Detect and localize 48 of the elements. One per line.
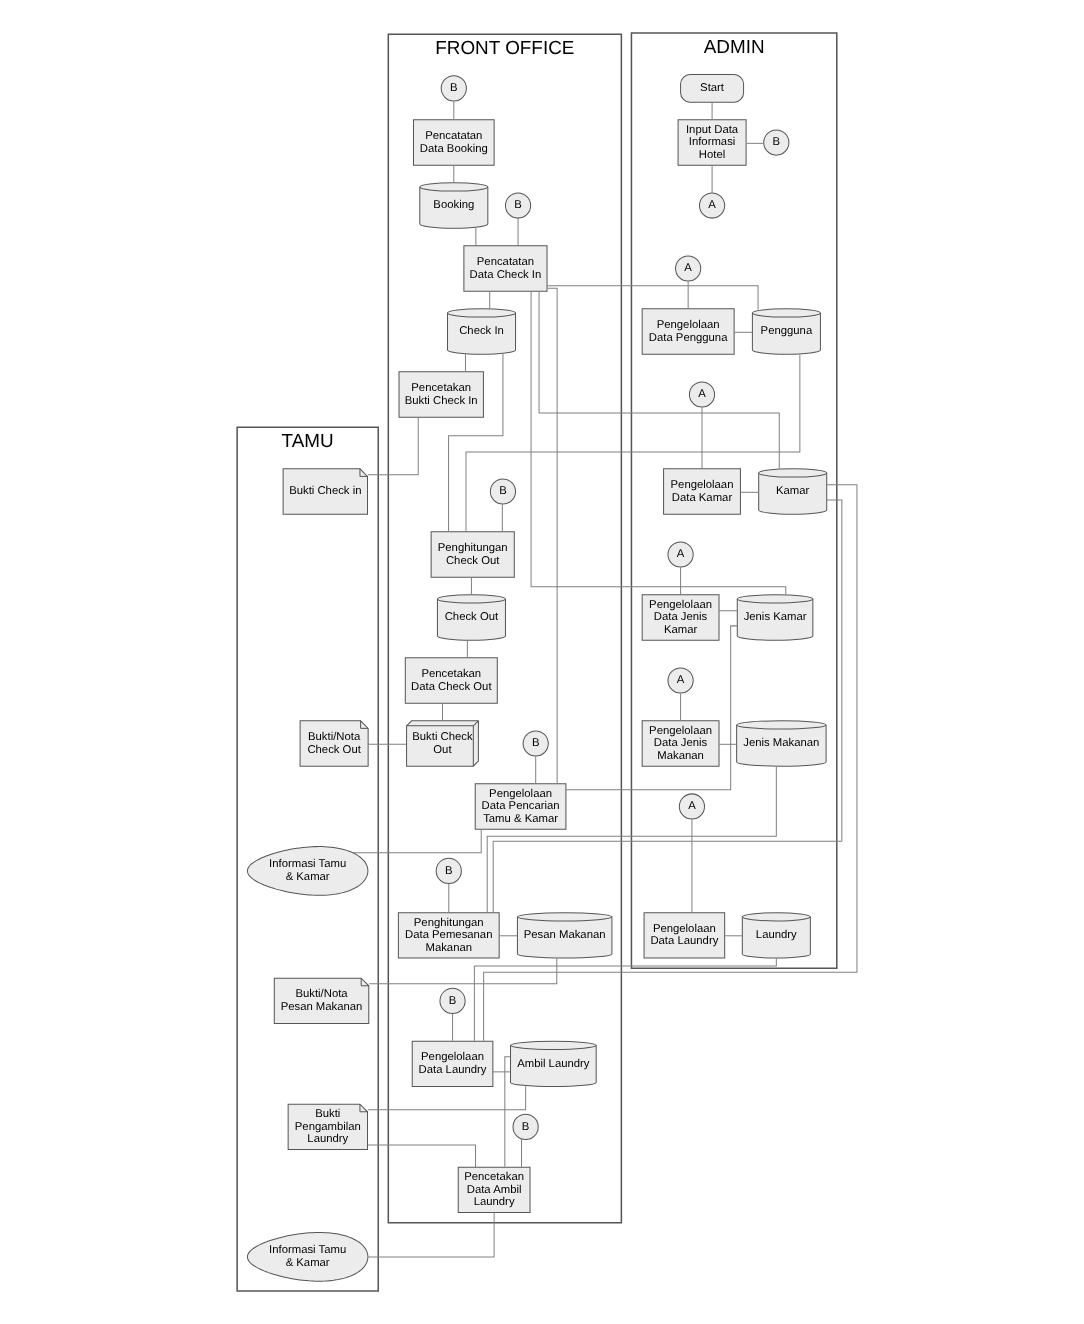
connector (489, 290, 491, 310)
connector (546, 287, 558, 785)
connector (492, 499, 843, 914)
connector (367, 1212, 495, 1258)
connector (367, 1085, 527, 1111)
connector (367, 416, 419, 476)
connector (501, 503, 503, 532)
connector (452, 1013, 454, 1042)
connector (486, 765, 777, 913)
connector (368, 957, 558, 985)
connector (530, 290, 787, 596)
connector (724, 935, 743, 937)
connector (473, 957, 777, 1042)
connector (701, 406, 703, 470)
connector (504, 1056, 511, 1168)
connector (745, 142, 764, 144)
connector (680, 692, 682, 721)
connector (492, 1071, 511, 1073)
connector (448, 883, 450, 914)
connector (498, 935, 518, 937)
connector (718, 743, 738, 745)
connector (546, 285, 759, 311)
connector (517, 217, 519, 246)
connector (680, 566, 682, 595)
connector (565, 625, 738, 791)
connector (711, 102, 713, 121)
connector (711, 164, 713, 194)
connector (448, 353, 504, 533)
connector (441, 702, 443, 722)
connector (538, 290, 780, 470)
connector (739, 491, 759, 493)
connector (466, 639, 468, 659)
connector (687, 280, 689, 309)
connector (483, 484, 858, 1042)
connector (453, 164, 455, 184)
connector (465, 354, 801, 533)
connector (691, 818, 693, 914)
connector (352, 829, 482, 854)
connector (521, 1138, 523, 1168)
connector (718, 610, 738, 612)
connector (535, 755, 537, 784)
connector (367, 743, 407, 745)
connector (733, 331, 753, 333)
connector (475, 227, 477, 247)
connector (470, 576, 472, 596)
connector (453, 100, 455, 121)
connector (464, 353, 466, 373)
connector (367, 1144, 477, 1168)
